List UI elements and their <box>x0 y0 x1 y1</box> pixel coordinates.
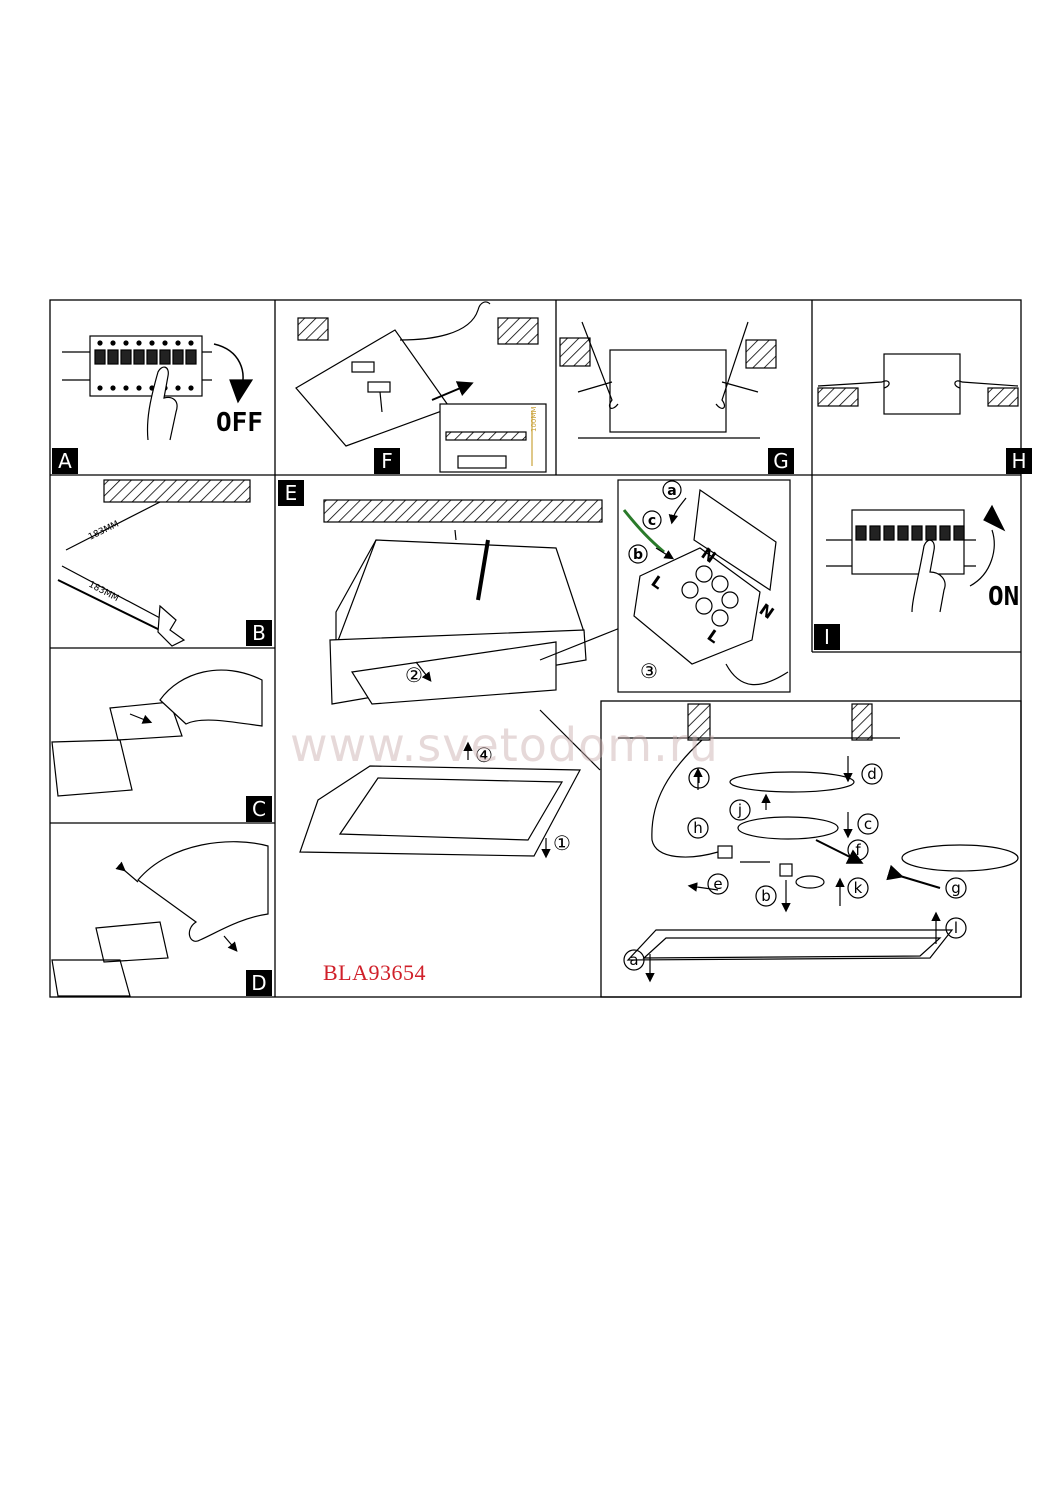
terminal-block-inset <box>617 479 791 693</box>
dimension-label-f: 100MM <box>530 407 538 432</box>
panel-label-f: F <box>374 448 400 474</box>
terminal-letter-texts: a b c <box>633 483 677 563</box>
panel-label-a: A <box>52 448 78 474</box>
terminal-letter: c <box>648 513 656 529</box>
panel-label-e: E <box>278 480 304 506</box>
panel-grid <box>49 299 1022 998</box>
panel-i-breaker-illustration <box>826 504 1006 613</box>
detail-letter: b <box>761 887 771 905</box>
panel-label-h: H <box>1006 448 1032 474</box>
detail-letter: l <box>954 919 958 937</box>
on-label: ON <box>988 582 1020 612</box>
step-4: ④ <box>475 743 493 767</box>
detail-letter-markers <box>623 763 967 971</box>
panel-c-illustration <box>51 669 263 797</box>
terminal-letter: a <box>667 483 676 499</box>
model-code: BLA93654 <box>323 960 426 985</box>
panel-e-steps: ② ③ ④ ① <box>405 659 658 855</box>
panel-h-illustration <box>817 353 1019 415</box>
detail-letter: k <box>854 879 863 897</box>
panel-d-illustration <box>51 841 269 997</box>
dimension-label-bottom: 183MM <box>87 580 121 604</box>
detail-letter: g <box>951 879 961 897</box>
watermark: www.svetodom.ru <box>290 718 719 772</box>
detail-letter: h <box>693 819 703 837</box>
panel-f-illustration <box>295 301 547 473</box>
detail-letter: i <box>697 769 701 787</box>
panel-label-c: C <box>246 796 272 822</box>
panel-label-b: B <box>246 620 272 646</box>
detail-letter: a <box>629 951 638 969</box>
panel-label-i: I <box>814 624 840 650</box>
step-1: ① <box>553 831 571 855</box>
detail-letter: f <box>855 841 861 859</box>
detail-letter: j <box>737 801 742 819</box>
dimension-label-top: 183MM <box>87 519 121 542</box>
panel-b-illustration <box>57 479 251 647</box>
step-3: ③ <box>640 659 658 683</box>
step-2: ② <box>405 663 423 687</box>
detail-letter: c <box>864 815 872 833</box>
detail-letter-texts: i d j h c f e b k g a l <box>629 765 960 969</box>
detail-letter: e <box>713 875 722 893</box>
terminal-letter-markers <box>628 480 682 564</box>
panel-a-breaker-illustration <box>62 335 254 441</box>
panel-e-illustration <box>299 499 621 859</box>
off-label: OFF <box>216 408 263 438</box>
exploded-detail-illustration <box>618 703 1019 983</box>
panel-g-illustration <box>559 321 777 439</box>
panel-label-d: D <box>246 970 272 996</box>
detail-letter: d <box>867 765 877 783</box>
terminal-letter: b <box>633 547 643 563</box>
panel-label-g: G <box>768 448 794 474</box>
